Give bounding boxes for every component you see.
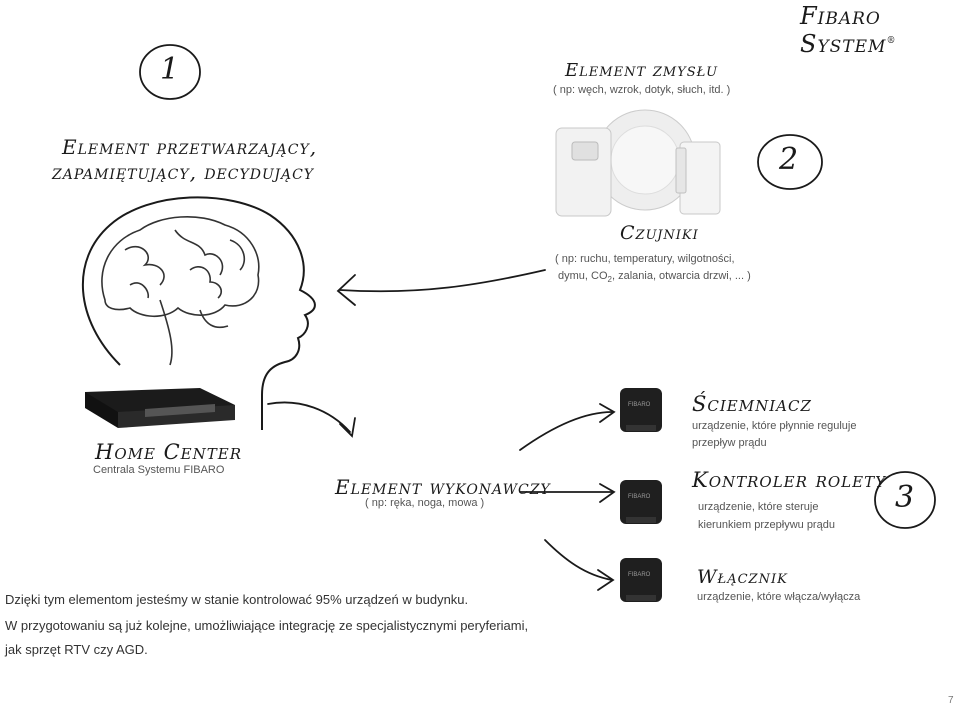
module-roller-image [620,480,662,524]
step-number-3: 3 [895,480,915,515]
page-number: 7 [948,695,954,706]
switch-desc: urządzenie, które włącza/wyłącza [697,591,861,603]
executive-title: Element wykonawczy [335,475,551,499]
homecenter-subtitle: Centrala Systemu FIBARO [93,464,225,476]
homecenter-title: Home Center [95,440,242,464]
roller-desc-line1: urządzenie, które steruje [698,501,819,513]
arrows [267,269,616,591]
step-number-2: 2 [779,142,799,177]
module-roller-label: FIBARO [628,494,651,500]
module-dimmer-label: FIBARO [628,402,651,408]
switch-title: Włącznik [697,566,788,588]
sensors-desc-line2: dymu, CO2, zalania, otwarcia drzwi, ... … [558,270,751,285]
step-number-1: 1 [160,52,180,87]
brain-drawing [101,216,260,366]
home-center-device [85,388,235,428]
head-outline [81,196,316,430]
module-switch-label: FIBARO [628,572,651,578]
step-circles [139,44,936,529]
sense-title: Element zmysłu [565,60,719,81]
sense-desc: ( np: węch, wzrok, dotyk, słuch, itd. ) [553,84,731,96]
executive-desc: ( np: ręka, noga, mowa ) [365,497,485,509]
sensors-title: Czujniki [620,222,699,244]
brand-title: Fibaro System® [800,2,897,58]
footer-line2: W przygotowaniu są już kolejne, umożliwi… [5,618,529,633]
dimmer-desc-line1: urządzenie, które płynnie reguluje [692,420,857,432]
sensors-desc-line1: ( np: ruchu, temperatury, wilgotności, [555,253,735,265]
roller-desc-line2: kierunkiem przepływu prądu [698,519,835,531]
footer-line3: jak sprzęt RTV czy AGD. [5,642,148,657]
module-switch-image [620,558,662,602]
roller-title: Kontroler rolety [692,468,886,492]
module-dimmer-image [620,388,662,432]
dimmer-title: Ściemniacz [692,392,812,416]
sensors-image [555,109,721,217]
processing-line2: zapamiętujący, decydujący [52,160,315,184]
processing-line1: Element przetwarzający, [62,135,318,159]
dimmer-desc-line2: przepływ prądu [692,437,767,449]
footer-line1: Dzięki tym elementom jesteśmy w stanie k… [5,592,469,607]
